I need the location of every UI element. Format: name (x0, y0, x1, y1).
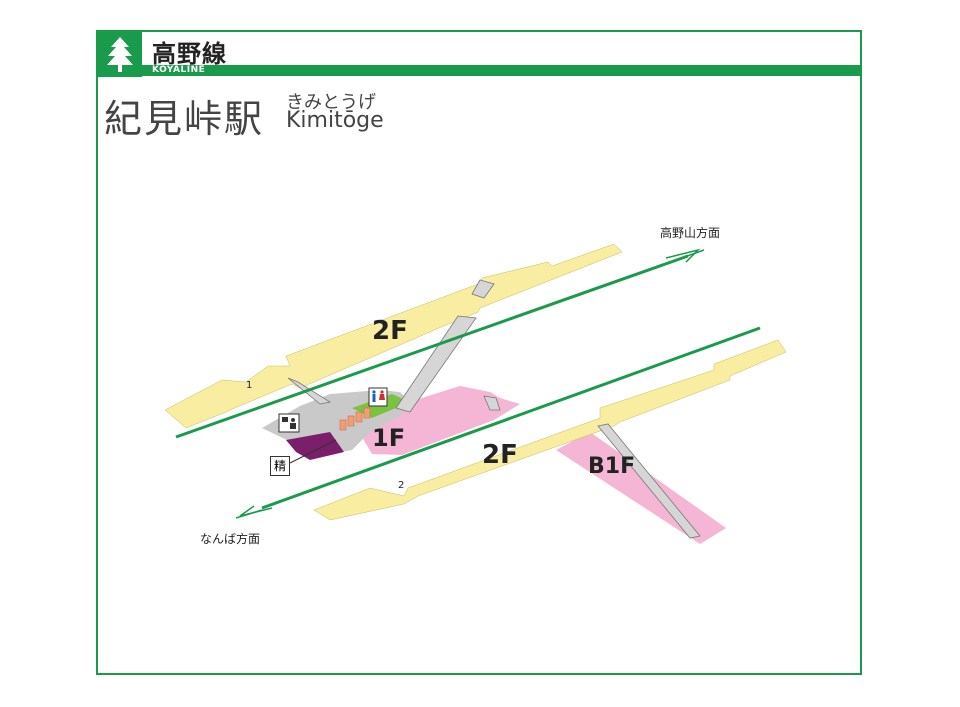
koya-line-logo (98, 32, 142, 77)
floor-label-b1f: B1F (588, 454, 635, 479)
platform-2-2f (313, 339, 787, 521)
line-color-bar (142, 65, 860, 76)
concourse-1f (352, 386, 520, 455)
fare-adjust-pointer (289, 439, 337, 464)
line-name: 高野線 (152, 40, 227, 68)
map-frame (96, 30, 862, 675)
toilet-icon (368, 387, 388, 407)
platform-number-1: 1 (246, 380, 253, 391)
floor-1f-text: 1F (372, 424, 406, 452)
direction-label-koyasan: 高野山方面 (660, 226, 721, 240)
tree-icon (107, 37, 133, 72)
floor-2f-upper-text: 2F (372, 316, 408, 346)
floor-label-1f: 1F (372, 424, 405, 452)
platform-1-2f (164, 243, 623, 429)
arrow-up-direction-icon (665, 248, 705, 263)
line-name-roman: KOYALINE (152, 65, 206, 75)
floor-2f-lower-text: 2F (482, 440, 518, 470)
track-line-2 (261, 326, 761, 510)
station-staff-icon (278, 413, 300, 433)
direction-label-namba: なんば方面 (200, 532, 261, 546)
fare-adjust-label: 精 (270, 456, 290, 476)
floor-b1f-text: B1F (588, 454, 636, 479)
ticket-gates (339, 407, 371, 431)
stairs (287, 279, 701, 539)
floor-label-2f-upper: 2F (372, 316, 408, 346)
arrow-down-direction-icon (235, 505, 273, 519)
platform-number-2: 2 (398, 480, 405, 491)
floor-label-2f-lower: 2F (482, 440, 518, 470)
station-kana: きみとうげ (286, 92, 376, 113)
station-name-roman: Kimitōge (286, 108, 384, 133)
station-name: 紀見峠駅 (104, 97, 265, 141)
b1f-passage (556, 432, 726, 544)
station-office (286, 432, 344, 460)
track-line-1 (175, 254, 689, 439)
